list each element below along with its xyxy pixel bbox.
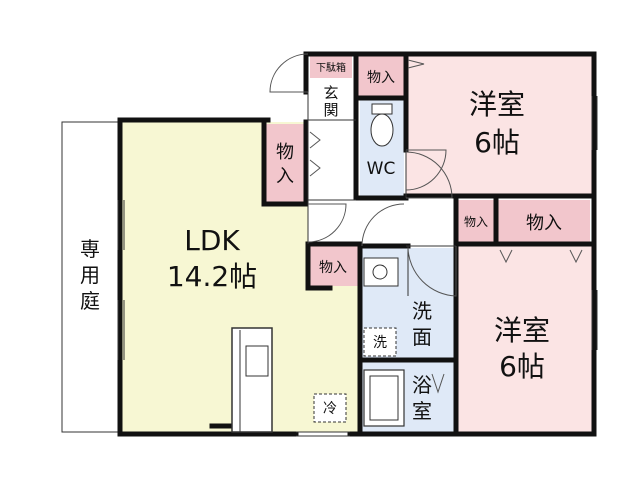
closet-kitchen-label: 物入 — [319, 260, 347, 276]
closet-ldk-label-1: 物 — [276, 142, 294, 163]
shoe-box — [310, 56, 352, 78]
door-washroom — [361, 203, 405, 247]
western-room-bottom-name: 洋室 — [494, 314, 550, 347]
door-room-bottom — [407, 246, 457, 297]
washer-label: 洗 — [373, 335, 387, 351]
western-room-top-floor — [406, 56, 592, 198]
shoe-box-label: 下駄箱 — [316, 61, 346, 74]
garden-label-2: 用 — [80, 263, 100, 287]
kitchen-counter — [231, 327, 273, 433]
closet-small-label: 物入 — [464, 215, 488, 229]
closet-ldk — [266, 124, 306, 202]
private-garden — [61, 121, 119, 433]
closet-kitchen — [308, 246, 360, 286]
door-entrance — [269, 53, 309, 93]
entrance-label-1: 玄 — [323, 84, 338, 102]
fridge-label: 冷 — [323, 401, 337, 417]
toilet-label: WC — [367, 159, 396, 179]
door-room-top — [405, 151, 453, 199]
washer-space — [363, 327, 397, 357]
entrance-label-2: 関 — [323, 101, 338, 119]
western-room-bottom-floor — [456, 244, 592, 432]
wash-basin — [363, 257, 399, 287]
washroom-label-1: 洗 — [412, 299, 432, 323]
wash-basin-bowl — [372, 264, 388, 280]
garden-label-3: 庭 — [80, 289, 100, 313]
toilet-bowl — [370, 113, 394, 147]
bathroom-label-1: 浴 — [412, 373, 432, 397]
fridge-space — [313, 393, 347, 423]
ldk-size: 14.2帖 — [167, 260, 257, 293]
western-room-bottom-size: 6帖 — [499, 350, 545, 383]
closet-small — [456, 200, 496, 242]
bathtub — [363, 369, 405, 427]
toilet-tank — [371, 103, 393, 115]
garden-label-1: 専 — [80, 237, 100, 261]
bathroom-label-2: 室 — [412, 399, 432, 423]
closet-top-label: 物入 — [367, 70, 395, 86]
western-room-top-size: 6帖 — [474, 126, 520, 159]
ldk-name: LDK — [184, 224, 240, 257]
door-wc — [405, 149, 447, 191]
closet-wide-label: 物入 — [526, 213, 562, 234]
closet-ldk-label-2: 入 — [276, 166, 294, 187]
western-room-top-name: 洋室 — [469, 88, 525, 121]
kitchen-sink — [245, 345, 269, 377]
door-ldk — [307, 203, 347, 243]
washroom-label-2: 面 — [412, 325, 432, 349]
closet-wide — [498, 200, 590, 242]
closet-top — [358, 56, 404, 98]
